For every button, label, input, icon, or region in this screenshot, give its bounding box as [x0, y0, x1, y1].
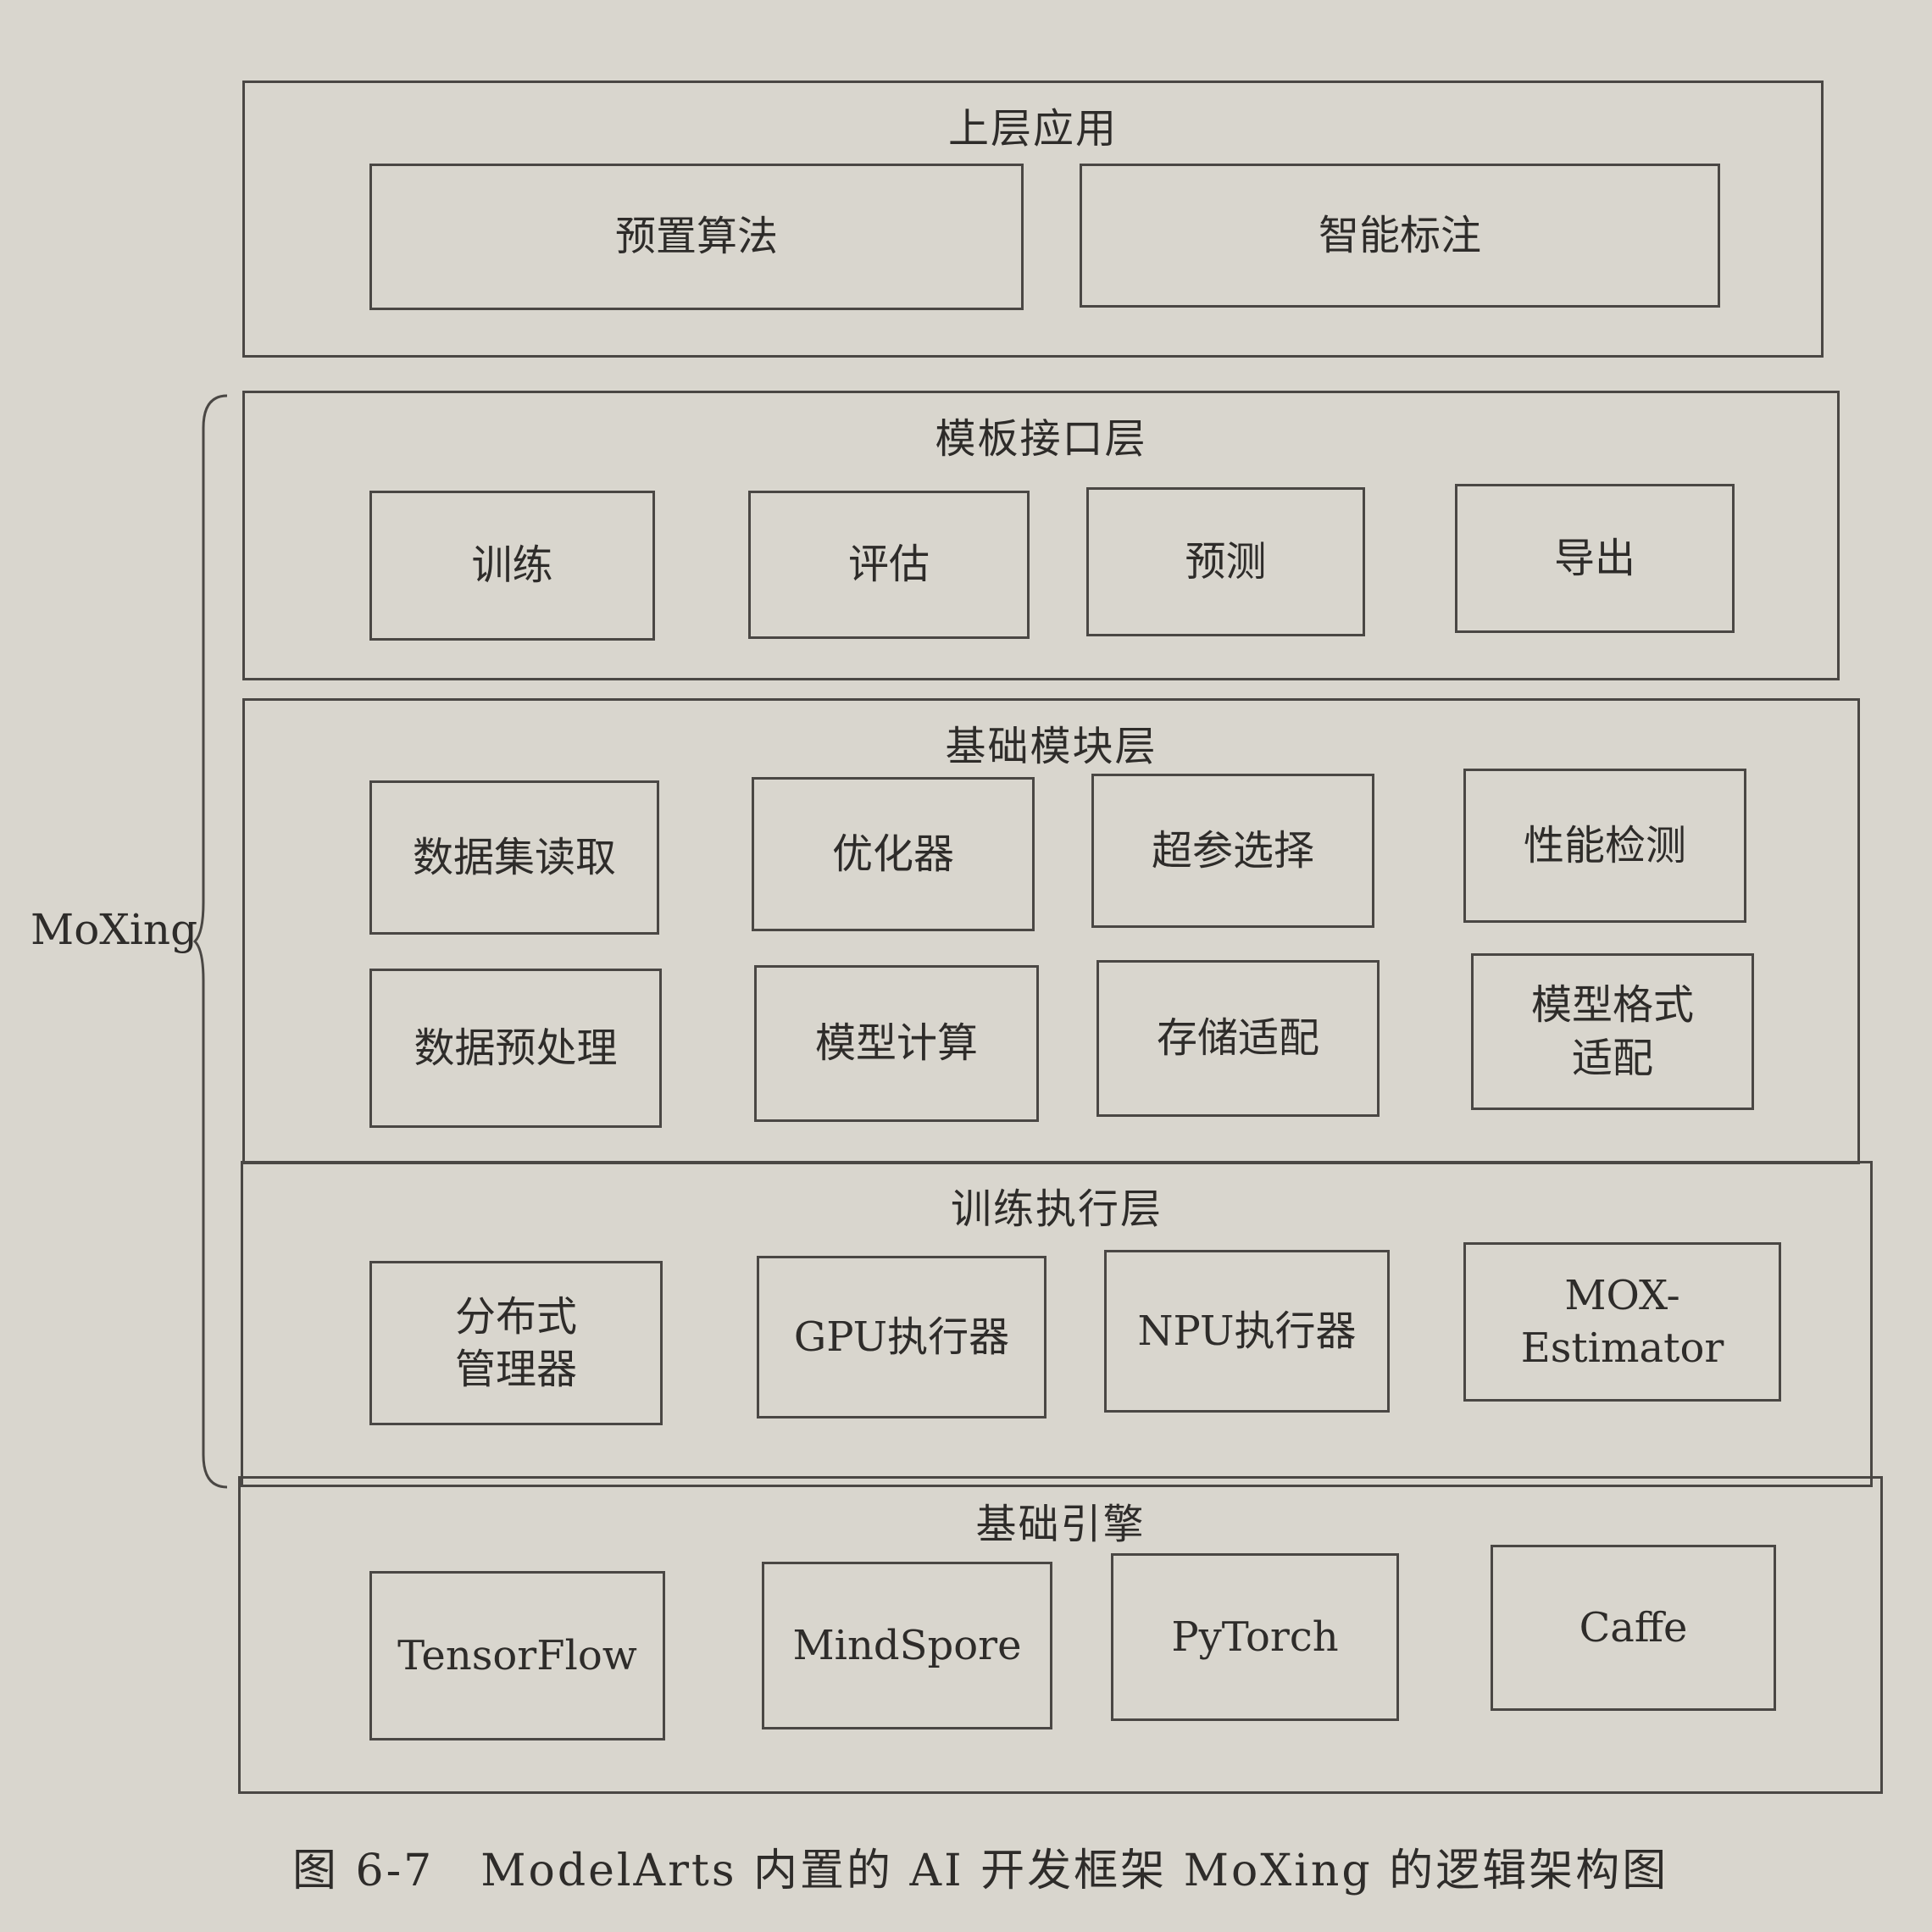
box-optimizer: 优化器: [752, 777, 1035, 931]
box-gpu-executor: GPU执行器: [757, 1256, 1046, 1418]
box-performance-monitoring: 性能检测: [1463, 769, 1746, 923]
layer-training-execution: 训练执行层: [241, 1161, 1873, 1487]
box-hyperparameter-selection: 超参选择: [1091, 774, 1374, 928]
box-mindspore: MindSpore: [762, 1562, 1052, 1729]
moxing-label: MoXing: [31, 905, 198, 954]
box-mox-estimator: MOX-Estimator: [1463, 1242, 1781, 1402]
box-smart-labeling: 智能标注: [1080, 164, 1720, 308]
box-train: 训练: [369, 491, 655, 641]
box-predict: 预测: [1086, 487, 1365, 636]
layer-upper-application: 上层应用: [242, 80, 1824, 358]
layer-title: 基础模块层: [945, 723, 1158, 770]
box-preset-algorithm: 预置算法: [369, 164, 1024, 310]
curly-brace-icon: [193, 394, 228, 1489]
layer-title: 训练执行层: [950, 1185, 1163, 1233]
box-evaluate: 评估: [748, 491, 1030, 639]
box-distributed-manager: 分布式 管理器: [369, 1261, 663, 1425]
box-data-preprocessing: 数据预处理: [369, 969, 662, 1128]
box-export: 导出: [1455, 484, 1735, 633]
layer-template-interface: 模板接口层: [242, 391, 1840, 680]
box-caffe: Caffe: [1491, 1545, 1776, 1711]
layer-title: 上层应用: [947, 105, 1118, 153]
box-tensorflow: TensorFlow: [369, 1571, 665, 1740]
box-npu-executor: NPU执行器: [1104, 1250, 1390, 1413]
box-storage-adaptation: 存储适配: [1096, 960, 1380, 1117]
box-model-format-adaptation: 模型格式 适配: [1471, 953, 1754, 1110]
layer-basic-engine: 基础引擎: [238, 1476, 1883, 1794]
box-model-computation: 模型计算: [754, 965, 1039, 1122]
layer-title: 模板接口层: [935, 415, 1147, 463]
box-pytorch: PyTorch: [1111, 1553, 1399, 1721]
figure-caption: 图 6-7 ModelArts 内置的 AI 开发框架 MoXing 的逻辑架构…: [292, 1846, 1669, 1896]
layer-title: 基础引擎: [975, 1501, 1146, 1548]
box-dataset-read: 数据集读取: [369, 780, 659, 935]
